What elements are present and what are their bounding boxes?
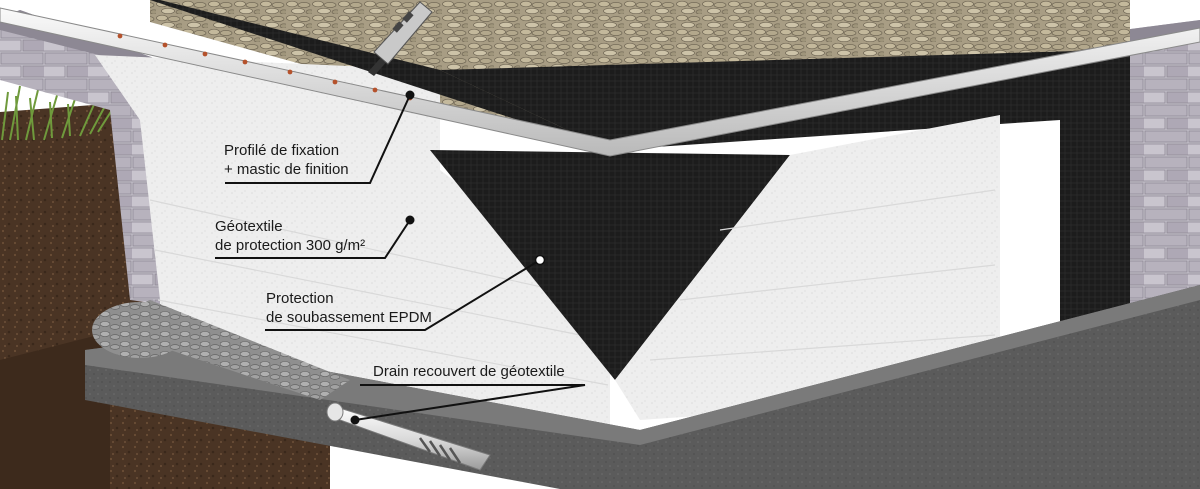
- callout-epdm: Protection de soubassement EPDM: [266, 289, 432, 327]
- callout-profile-line-1: Profilé de fixation: [224, 141, 349, 160]
- callout-geotextile-line-2: de protection 300 g/m²: [215, 236, 365, 255]
- dot-geotextile: [406, 216, 415, 225]
- callout-geotextile-line-1: Géotextile: [215, 217, 365, 236]
- callout-epdm-line-1: Protection: [266, 289, 432, 308]
- dot-epdm: [536, 256, 545, 265]
- callout-profile: Profilé de fixation + mastic de finition: [224, 141, 349, 179]
- callout-drain: Drain recouvert de géotextile: [373, 362, 565, 381]
- callout-geotextile: Géotextile de protection 300 g/m²: [215, 217, 365, 255]
- dot-drain: [351, 416, 360, 425]
- callout-profile-line-2: + mastic de finition: [224, 160, 349, 179]
- callout-epdm-line-2: de soubassement EPDM: [266, 308, 432, 327]
- callout-drain-line-1: Drain recouvert de géotextile: [373, 362, 565, 381]
- dot-profile: [406, 91, 415, 100]
